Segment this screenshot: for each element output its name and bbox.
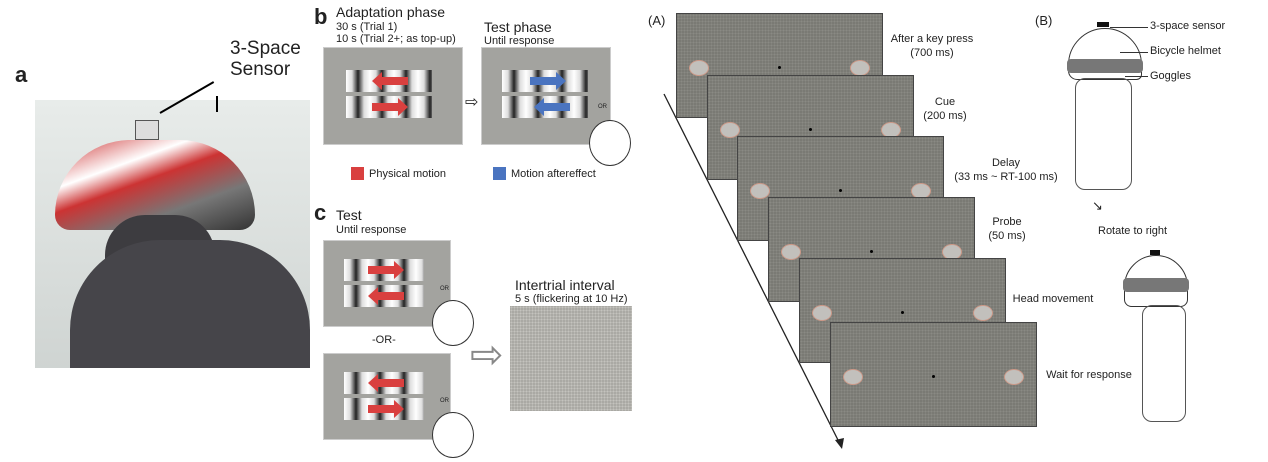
adaptation-stimulus	[323, 47, 463, 145]
or-label: OR	[440, 286, 449, 292]
child-body-2	[1142, 305, 1186, 422]
test-option-2	[323, 353, 451, 440]
sensor-label: 3-space sensor	[1150, 20, 1226, 32]
goggles-label: Goggles	[1150, 70, 1191, 82]
child-figure-1	[1067, 28, 1143, 80]
helmet-photo	[35, 100, 310, 368]
frame-duration: (200 ms)	[923, 110, 967, 122]
panel-a-label: a	[15, 62, 28, 87]
placeholder-disc	[843, 369, 863, 385]
placeholder-disc	[973, 305, 993, 321]
fixation-dot	[870, 250, 873, 253]
adaptation-duration-2: 10 s (Trial 2+; as top-up)	[336, 33, 456, 45]
test-stimulus	[481, 47, 611, 145]
frame-name: Probe	[992, 216, 1022, 228]
child-body-1	[1075, 78, 1132, 190]
helmet-label: Bicycle helmet	[1150, 45, 1221, 57]
sensor-label: 3-Space Sensor	[230, 38, 301, 80]
adaptation-duration-1: 30 s (Trial 1)	[336, 21, 398, 33]
trial-frame	[830, 322, 1037, 427]
frame-duration: (50 ms)	[988, 230, 1026, 242]
child-figure-2	[1123, 255, 1189, 307]
frame-name: Cue	[934, 96, 956, 108]
legend-swatch-physical	[351, 167, 364, 180]
test-sub: Until response	[336, 224, 407, 236]
fixation-dot	[901, 311, 904, 314]
panel-A-label: (A)	[648, 13, 666, 28]
or-label: OR	[440, 398, 449, 404]
iti-sub: 5 s (flickering at 10 Hz)	[515, 293, 628, 305]
panel-B-label: (B)	[1035, 13, 1053, 28]
frame-duration: (700 ms)	[910, 47, 954, 59]
frame-label: Wait for response	[1040, 368, 1138, 382]
frame-name: Wait for response	[1046, 369, 1132, 381]
head-icon	[432, 412, 474, 458]
placeholder-disc	[850, 60, 870, 76]
head-icon	[432, 300, 474, 346]
frame-name: Head movement	[1012, 293, 1094, 305]
arrow-down-icon: ↘	[1092, 198, 1103, 213]
frame-duration: (33 ms ~ RT-100 ms)	[954, 171, 1058, 183]
next-arrow-icon: ⇨	[465, 94, 479, 111]
rotate-label: Rotate to right	[1098, 225, 1168, 237]
frame-name: Delay	[991, 157, 1021, 169]
adaptation-title: Adaptation phase	[336, 4, 445, 20]
iti-title: Intertrial interval	[515, 277, 615, 293]
sensor-block	[1097, 22, 1109, 27]
placeholder-disc	[812, 305, 832, 321]
legend-swatch-aftereffect	[493, 167, 506, 180]
test-option-1	[323, 240, 451, 327]
frame-label: Probe (50 ms)	[977, 215, 1037, 243]
frame-label: Delay (33 ms ~ RT-100 ms)	[945, 156, 1067, 184]
placeholder-disc	[1004, 369, 1024, 385]
head-icon	[589, 120, 631, 166]
panel-b-label: b	[314, 4, 328, 29]
fixation-dot	[778, 66, 781, 69]
legend-physical: Physical motion	[369, 168, 447, 180]
fixation-dot	[809, 128, 812, 131]
frame-label: After a key press (700 ms)	[884, 32, 980, 60]
iti-noise	[510, 306, 632, 411]
test-title: Test	[336, 207, 362, 223]
panel-c-label: c	[314, 200, 327, 225]
placeholder-disc	[781, 244, 801, 260]
frame-label: Cue (200 ms)	[915, 95, 975, 123]
legend-aftereffect: Motion aftereffect	[511, 168, 596, 180]
frame-name: After a key press	[890, 33, 974, 45]
fixation-dot	[932, 375, 935, 378]
or-label: OR	[598, 104, 607, 110]
placeholder-disc	[750, 183, 770, 199]
fixation-dot	[839, 189, 842, 192]
test-phase-title: Test phase	[484, 19, 552, 35]
or-separator: -OR-	[372, 334, 396, 346]
sensor-block	[1150, 250, 1160, 255]
placeholder-disc	[720, 122, 740, 138]
frame-label: Head movement	[1008, 292, 1098, 306]
next-arrow-icon: ⇨	[470, 333, 504, 377]
test-phase-sub: Until response	[484, 35, 555, 47]
placeholder-disc	[689, 60, 709, 76]
